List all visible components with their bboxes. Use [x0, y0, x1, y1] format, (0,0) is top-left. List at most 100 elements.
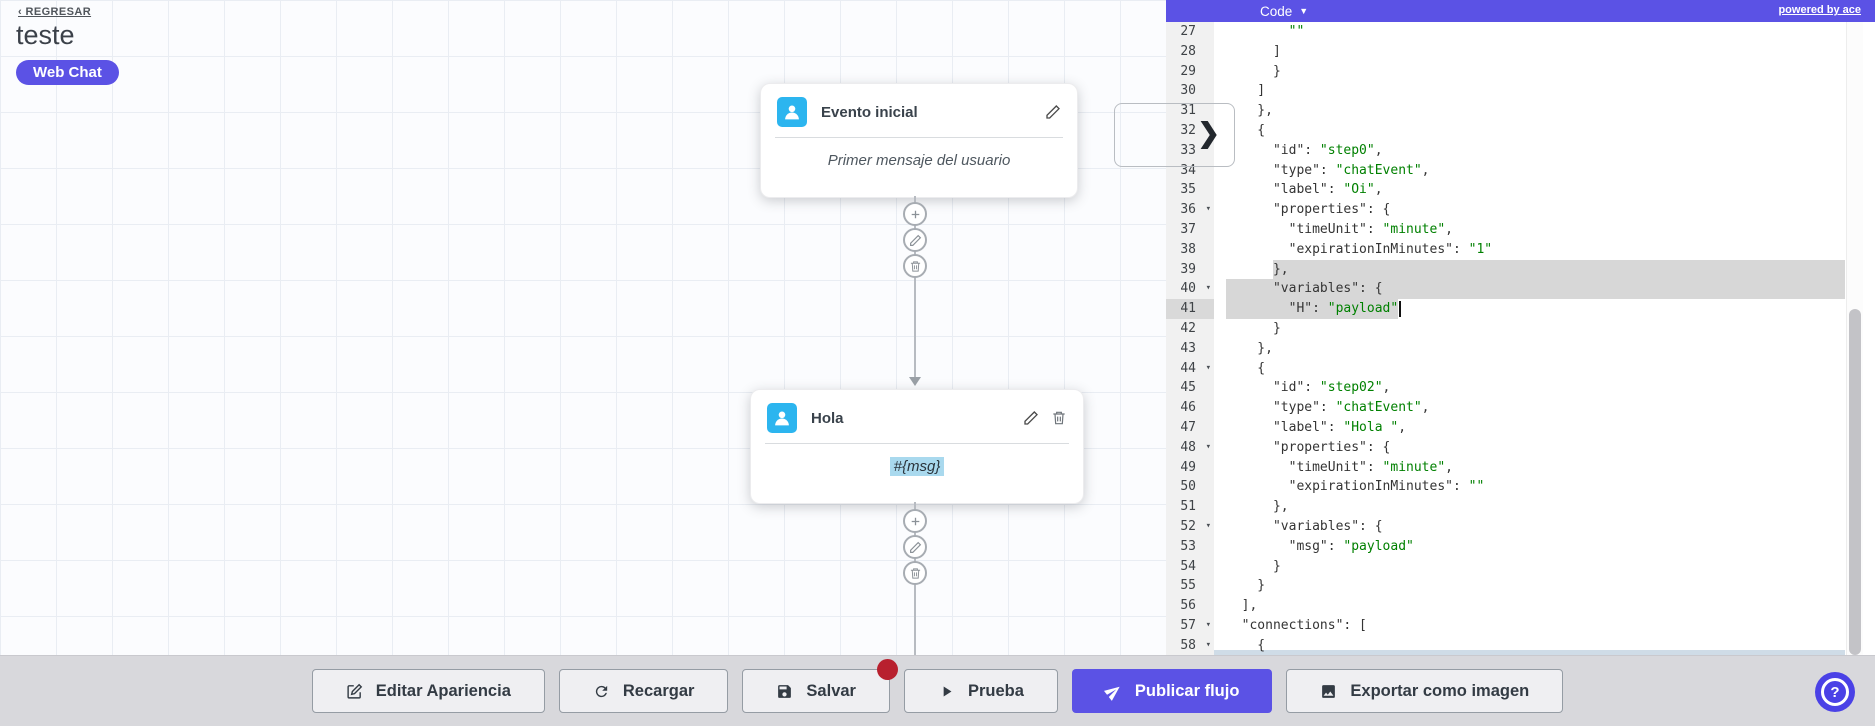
code-line-57[interactable]: "connections": [: [1214, 616, 1875, 636]
fold-toggle-icon[interactable]: ▾: [1205, 619, 1211, 630]
gutter-line-38: 38: [1180, 241, 1196, 257]
code-line-52[interactable]: "variables": {: [1214, 517, 1875, 537]
text-cursor: [1399, 301, 1402, 318]
code-line-41[interactable]: "H": "payload": [1214, 299, 1875, 319]
code-line-49[interactable]: "timeUnit": "minute",: [1214, 458, 1875, 478]
connector-line: [914, 196, 916, 382]
code-line-44[interactable]: {: [1214, 359, 1875, 379]
code-line-55[interactable]: }: [1214, 576, 1875, 596]
code-text: "msg": "payload": [1226, 538, 1414, 554]
code-line-56[interactable]: ],: [1214, 596, 1875, 616]
fold-toggle-icon[interactable]: ▾: [1205, 204, 1211, 215]
add-step-button[interactable]: [903, 509, 927, 533]
code-line-58[interactable]: {: [1214, 636, 1875, 655]
node-body-text: Primer mensaje del usuario: [827, 152, 1011, 169]
code-line-45[interactable]: "id": "step02",: [1214, 378, 1875, 398]
code-line-37[interactable]: "timeUnit": "minute",: [1214, 220, 1875, 240]
fold-toggle-icon[interactable]: ▾: [1205, 639, 1211, 650]
node-evento-inicial[interactable]: Evento inicial Primer mensaje del usuari…: [760, 83, 1078, 198]
fold-toggle-icon[interactable]: ▾: [1205, 441, 1211, 452]
code-line-35[interactable]: "label": "Oi",: [1214, 180, 1875, 200]
rocket-icon: [1103, 683, 1122, 701]
help-button[interactable]: ?: [1815, 672, 1855, 712]
edit-connection-button[interactable]: [903, 535, 927, 559]
gutter-line-44: 44▾: [1166, 359, 1214, 379]
code-line-46[interactable]: "type": "chatEvent",: [1214, 398, 1875, 418]
code-line-28[interactable]: ]: [1214, 42, 1875, 62]
add-step-button[interactable]: [903, 202, 927, 226]
scrollbar-thumb[interactable]: [1849, 309, 1861, 655]
image-icon: [1320, 683, 1337, 700]
code-text: }: [1226, 63, 1281, 79]
delete-connection-button[interactable]: [903, 254, 927, 278]
code-line-54[interactable]: }: [1214, 557, 1875, 577]
editor-mode-dropdown[interactable]: Code ▼: [1260, 0, 1308, 22]
gutter-line-55: 55: [1180, 578, 1196, 594]
code-line-53[interactable]: "msg": "payload": [1214, 537, 1875, 557]
back-link[interactable]: ‹ REGRESAR: [18, 6, 92, 18]
code-line-33[interactable]: "id": "step0",: [1214, 141, 1875, 161]
salvar-button[interactable]: Salvar: [742, 659, 898, 713]
gutter-line-27: 27: [1180, 24, 1196, 39]
code-line-39[interactable]: },: [1214, 259, 1875, 280]
vertical-scrollbar[interactable]: [1846, 22, 1863, 655]
button-label: Prueba: [967, 681, 1024, 700]
prueba-button[interactable]: Prueba: [903, 669, 1058, 713]
fold-toggle-icon[interactable]: ▾: [1205, 362, 1211, 373]
code-text: },: [1226, 340, 1273, 356]
chevron-right-icon: ❯: [1197, 118, 1220, 148]
edit-node-icon[interactable]: [1045, 104, 1061, 120]
code-line-32[interactable]: {: [1214, 121, 1875, 141]
collapse-editor-button[interactable]: ❯: [1114, 103, 1235, 167]
delete-node-icon[interactable]: [1051, 410, 1067, 426]
code-line-31[interactable]: },: [1214, 101, 1875, 121]
code-line-42[interactable]: }: [1214, 319, 1875, 339]
exportar-como-imagen-button[interactable]: Exportar como imagen: [1286, 669, 1564, 713]
code-line-48[interactable]: "properties": {: [1214, 438, 1875, 458]
powered-by-ace-link[interactable]: powered by ace: [1778, 4, 1861, 16]
edit-node-icon[interactable]: [1023, 410, 1039, 426]
edit-connection-button[interactable]: [903, 228, 927, 252]
code-text: "timeUnit": "minute",: [1226, 459, 1453, 475]
fold-toggle-icon[interactable]: ▾: [1205, 124, 1211, 135]
gutter-line-29: 29: [1180, 63, 1196, 79]
code-text: ],: [1226, 598, 1258, 614]
code-line-47[interactable]: "label": "Hola ",: [1214, 418, 1875, 438]
code-text: "variables": {: [1226, 518, 1383, 534]
button-label: Recargar: [622, 681, 695, 700]
code-line-50[interactable]: "expirationInMinutes": "": [1214, 477, 1875, 497]
gutter-line-48: 48▾: [1166, 438, 1214, 458]
code-line-36[interactable]: "properties": {: [1214, 200, 1875, 220]
plus-icon: [911, 210, 919, 218]
code-line-38[interactable]: "expirationInMinutes": "1": [1214, 240, 1875, 260]
code-text: }: [1226, 558, 1281, 574]
delete-connection-button[interactable]: [903, 561, 927, 585]
code-area[interactable]: "" ] } ] }, { "id": "step0", "type": "ch…: [1214, 22, 1875, 655]
horizontal-scrollbar[interactable]: [1214, 650, 1845, 655]
play-icon: [938, 683, 955, 700]
button-label: Editar Apariencia: [375, 681, 511, 700]
gutter-line-58: 58▾: [1166, 636, 1214, 655]
code-text: "label": "Hola ",: [1226, 419, 1407, 435]
code-text: "properties": {: [1226, 202, 1391, 218]
publicar-flujo-button[interactable]: Publicar flujo: [1071, 669, 1273, 713]
gutter-line-31: 31: [1180, 103, 1196, 119]
code-text: },: [1226, 261, 1289, 277]
fold-toggle-icon[interactable]: ▾: [1205, 283, 1211, 294]
code-text: "properties": {: [1226, 439, 1391, 455]
refresh-icon: [593, 683, 610, 700]
code-line-40[interactable]: "variables": {: [1214, 279, 1875, 300]
flow-canvas[interactable]: ‹ REGRESAR teste Web Chat Evento inicial…: [0, 0, 1166, 655]
node-hola[interactable]: Hola #{msg}: [750, 389, 1084, 504]
editar-apariencia-button[interactable]: Editar Apariencia: [311, 669, 545, 713]
node-title: Evento inicial: [821, 103, 918, 121]
code-line-34[interactable]: "type": "chatEvent",: [1214, 161, 1875, 181]
recargar-button[interactable]: Recargar: [558, 669, 729, 713]
code-line-51[interactable]: },: [1214, 497, 1875, 517]
code-line-43[interactable]: },: [1214, 339, 1875, 359]
code-line-30[interactable]: ]: [1214, 81, 1875, 101]
code-line-29[interactable]: }: [1214, 62, 1875, 82]
code-line-27[interactable]: "": [1214, 22, 1875, 42]
fold-toggle-icon[interactable]: ▾: [1205, 520, 1211, 531]
